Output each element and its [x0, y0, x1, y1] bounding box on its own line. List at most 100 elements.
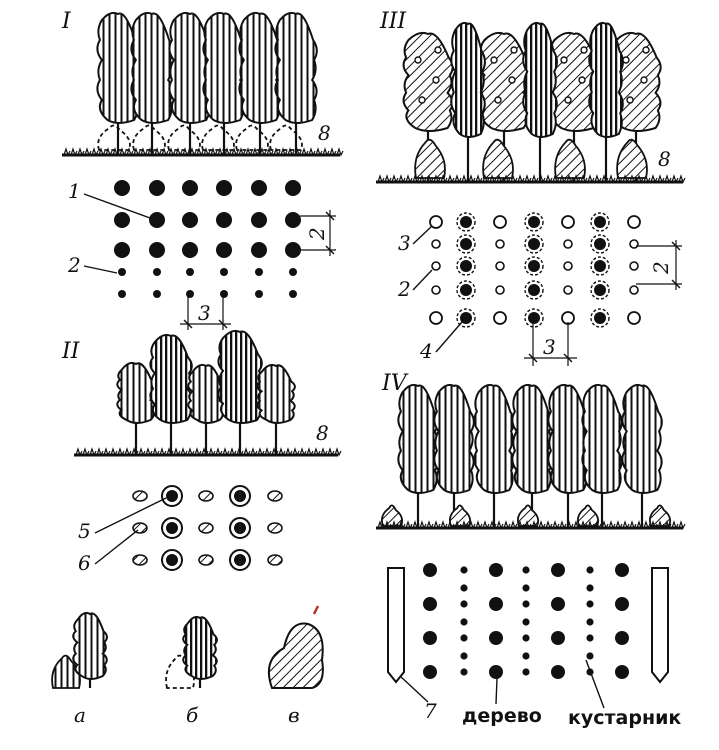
panel-3-row-dimension: 2 — [636, 240, 682, 290]
panel-3-hatched-tree-crown — [402, 31, 454, 132]
panel-1-shrub-dot — [153, 268, 161, 276]
grass-tuft — [208, 447, 216, 457]
panel-1-shrub — [167, 124, 201, 151]
panel-1-tree-crown — [238, 11, 282, 124]
panel-3-tree-ring — [524, 308, 544, 328]
panel-4-tree-dot — [489, 563, 503, 577]
grass-tuft — [601, 520, 609, 530]
panel-3-tree-ring — [590, 280, 610, 300]
panel-2-tree — [116, 361, 156, 455]
grass-tuft — [105, 147, 113, 157]
border-strip-right — [651, 567, 669, 684]
panel-3-tree-ring — [524, 256, 544, 276]
example-b-label: б — [186, 703, 199, 727]
panel-3-grass — [377, 174, 686, 184]
panel-2: II 8 — [61, 329, 342, 457]
panel-4-tree — [581, 383, 623, 528]
panel-4-shrub-dot — [460, 600, 468, 608]
grass-tuft — [573, 174, 581, 184]
panel-1-grass — [63, 147, 344, 157]
border-strip-left — [387, 567, 405, 684]
panel-3-small-open — [563, 285, 573, 295]
grass-tuft — [334, 447, 342, 457]
panel-3-crown-mark — [434, 46, 442, 54]
panel-2-tree-crown — [116, 361, 156, 424]
callout-6: 6 — [78, 551, 91, 575]
panel-1-tree-crown — [130, 11, 174, 124]
grass-tuft — [215, 447, 223, 457]
panel-4-tree-crown — [581, 383, 623, 494]
grass-tuft — [384, 520, 392, 530]
grass-tuft — [559, 520, 567, 530]
panel-1-shrub — [201, 124, 235, 151]
grass-tuft — [482, 520, 490, 530]
callout-2-panel-3: 2 — [397, 277, 411, 301]
panel-3-crown-mark — [640, 76, 648, 84]
panel-1-tree-dot — [251, 212, 267, 228]
panel-4-tree-crown — [473, 383, 515, 494]
panel-3-open-tree — [493, 311, 507, 325]
grass-tuft — [196, 147, 204, 157]
panel-1-shrub — [235, 124, 269, 151]
panel-4-shrub — [448, 504, 472, 527]
panel-2-tall-tree-core — [166, 554, 178, 566]
panel-3-tree-dot — [594, 238, 606, 250]
grass-tuft — [643, 174, 651, 184]
panel-2-plan: 5 6 — [78, 485, 283, 575]
grass-tuft — [391, 520, 399, 530]
grass-tuft — [629, 520, 637, 530]
panel-1-shrub-dot — [255, 268, 263, 276]
grass-tuft — [552, 520, 560, 530]
callout-7: 7 — [424, 699, 437, 723]
panel-2-low-tree — [198, 554, 214, 566]
panel-3-open-tree — [429, 311, 443, 325]
panel-1-shrub-dot — [220, 268, 228, 276]
panel-4-tree-dot — [615, 563, 629, 577]
grass-tuft — [454, 174, 462, 184]
panel-1-shrub-dot — [186, 290, 194, 298]
grass-tuft — [159, 447, 167, 457]
panel-4-tree-dot — [423, 631, 437, 645]
grass-tuft — [161, 147, 169, 157]
grass-tuft — [313, 447, 321, 457]
example-c-mark — [312, 605, 320, 615]
grass-tuft — [154, 147, 162, 157]
grass-tuft — [140, 147, 148, 157]
grass-tuft — [182, 147, 190, 157]
panel-3-crown-mark — [508, 76, 516, 84]
panel-4-shrub-dot — [586, 600, 594, 608]
panel-1-shrub — [269, 124, 303, 151]
grass-tuft — [419, 520, 427, 530]
panel-1-tree-dot — [251, 180, 267, 196]
panel-4-shrub-dot — [522, 566, 530, 574]
panel-3-crown-mark — [414, 56, 422, 64]
grass-tuft — [117, 447, 125, 457]
callout-3-leader — [412, 225, 433, 245]
panel-4-tree — [397, 383, 439, 528]
panel-1-col-dimension: 3 — [180, 296, 231, 330]
panel-4-tree — [473, 383, 515, 528]
panel-3-tree-dot — [594, 260, 606, 272]
grass-tuft — [89, 447, 97, 457]
grass-tuft — [538, 520, 546, 530]
panel-4-tree-dot — [489, 665, 503, 679]
grass-tuft — [173, 447, 181, 457]
panel-3-tree-dot — [460, 216, 472, 228]
grass-tuft — [236, 447, 244, 457]
panel-3-trees — [402, 21, 662, 182]
grass-tuft — [229, 447, 237, 457]
grass-tuft — [320, 447, 328, 457]
panel-4-shrub-dot — [586, 618, 594, 626]
panel-4-tree-dot — [423, 563, 437, 577]
panel-3-plan-dots — [429, 212, 641, 328]
panel-3-crown-mark — [564, 96, 572, 104]
grass-tuft — [336, 147, 344, 157]
panel-3-shrub — [616, 138, 648, 179]
panel-3-open-tree — [627, 311, 641, 325]
panel-2-tall-tree-core — [234, 522, 246, 534]
grass-tuft — [496, 520, 504, 530]
grass-tuft — [222, 447, 230, 457]
grass-tuft — [524, 174, 532, 184]
panel-3-small-open — [629, 285, 639, 295]
panel-3-crown-mark — [432, 76, 440, 84]
